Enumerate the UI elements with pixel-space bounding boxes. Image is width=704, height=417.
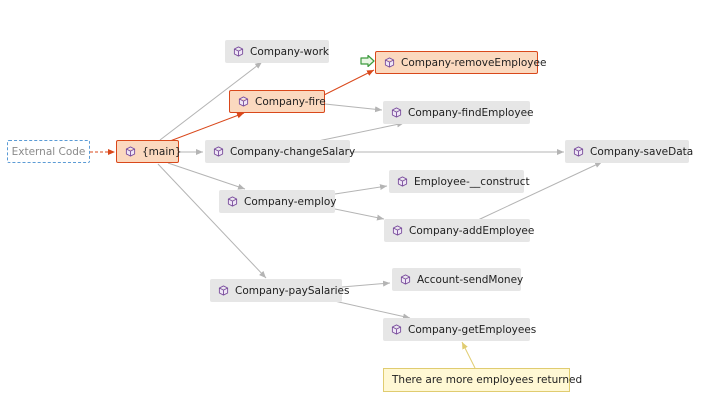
method-cube-icon [218,285,229,296]
method-cube-icon [227,196,238,207]
node-label: Company-addEmployee [409,224,535,237]
node-label: Company-work [250,45,329,58]
node-label: Company-removeEmployee [401,56,547,69]
node-label: Company-getEmployees [408,323,537,336]
note-text: There are more employees returned [392,374,583,386]
node-label: Company-findEmployee [408,106,534,119]
edge-main-work [159,61,263,141]
node-company-getemployees[interactable]: Company-getEmployees [383,318,536,341]
node-company-paysalaries[interactable]: Company-paySalaries [210,279,350,302]
comment-note[interactable]: There are more employees returned [383,368,582,392]
node-label: Company-employ [244,195,337,208]
node-company-addemployee[interactable]: Company-addEmployee [384,219,534,242]
edge-main-employ [167,162,246,190]
method-cube-icon [400,274,411,285]
method-cube-icon [125,146,136,157]
node-main[interactable]: {main} [116,140,182,163]
method-cube-icon [238,96,249,107]
method-cube-icon [233,46,244,57]
edge-paysalaries-sendmoney [341,280,391,288]
node-label: Company-changeSalary [230,145,356,158]
method-cube-icon [384,57,395,68]
edge-main-paysalaries [157,163,267,279]
edge-changesalary-findemployee [317,121,405,142]
node-company-fire[interactable]: Company-fire [229,90,326,113]
edge-fire-removeemployee [321,69,375,97]
node-company-employ[interactable]: Company-employ [219,190,337,213]
node-label: Company-fire [255,95,326,108]
node-label: Employee-__construct [414,175,530,188]
hot-path-arrow-icon [360,55,375,67]
node-account-sendmoney[interactable]: Account-sendMoney [392,268,524,291]
node-company-findemployee[interactable]: Company-findEmployee [383,101,534,124]
node-label: Company-saveData [590,145,694,158]
method-cube-icon [213,146,224,157]
node-label: External Code [11,145,86,158]
method-cube-icon [391,324,402,335]
node-label: {main} [142,145,182,158]
node-external-code[interactable]: External Code [7,140,90,163]
method-cube-icon [397,176,408,187]
method-cube-icon [392,225,403,236]
node-company-removeemployee[interactable]: Company-removeEmployee [375,51,546,74]
edge-addemployee-savedata [477,161,603,221]
edge-employ-addemployee [334,208,385,221]
edge-note-getemployees [461,341,476,369]
edge-main-fire [169,112,245,142]
edge-paysalaries-getemployees [329,299,411,320]
node-company-changesalary[interactable]: Company-changeSalary [205,140,355,163]
edge-fire-findemployee [324,103,383,113]
method-cube-icon [573,146,584,157]
node-label: Account-sendMoney [417,273,524,286]
edge-employ-construct [334,184,388,195]
node-company-work[interactable]: Company-work [225,40,329,63]
method-cube-icon [391,107,402,118]
node-employee-construct[interactable]: Employee-__construct [389,170,530,193]
node-company-savedata[interactable]: Company-saveData [565,140,693,163]
node-label: Company-paySalaries [235,284,350,297]
